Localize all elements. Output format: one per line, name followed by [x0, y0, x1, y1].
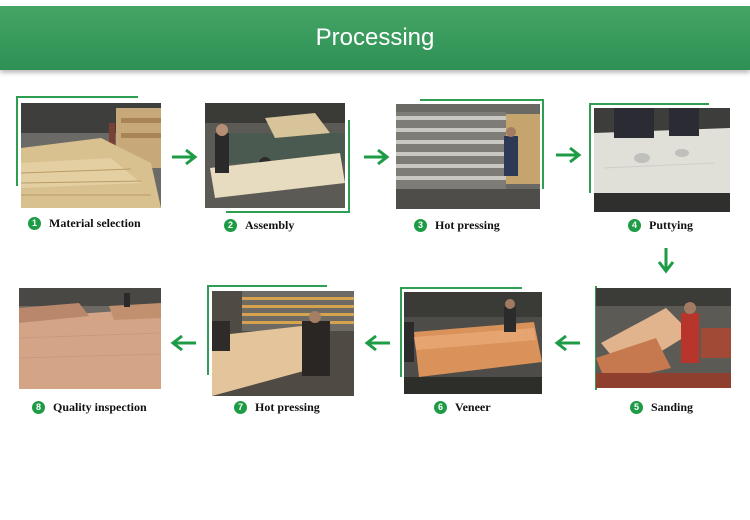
- number-badge-icon: 5: [630, 401, 643, 414]
- step-photo: [404, 292, 542, 394]
- arrow-icon: [554, 334, 580, 352]
- frame-accent: [589, 103, 591, 193]
- step-photo: [596, 288, 731, 388]
- step-photo: [21, 103, 161, 208]
- step-label: 7 Hot pressing: [234, 400, 320, 415]
- frame-accent: [226, 211, 350, 213]
- step-photo: [396, 104, 540, 209]
- step-label-text: Veneer: [455, 400, 491, 414]
- step-label: 6 Veneer: [434, 400, 491, 415]
- step-photo: [594, 108, 730, 212]
- frame-accent: [16, 96, 138, 98]
- step-label: 8 Quality inspection: [32, 400, 147, 415]
- frame-accent: [400, 287, 522, 289]
- arrow-icon: [170, 334, 196, 352]
- step-label-text: Material selection: [49, 216, 141, 230]
- step-photo: [205, 103, 345, 208]
- number-badge-icon: 2: [224, 219, 237, 232]
- arrow-icon: [364, 334, 390, 352]
- step-label-text: Hot pressing: [435, 218, 500, 232]
- header-banner: Processing: [0, 6, 750, 70]
- number-badge-icon: 6: [434, 401, 447, 414]
- number-badge-icon: 4: [628, 219, 641, 232]
- arrow-icon: [172, 148, 198, 166]
- frame-accent: [542, 99, 544, 189]
- step-label-text: Quality inspection: [53, 400, 147, 414]
- number-badge-icon: 1: [28, 217, 41, 230]
- step-label-text: Assembly: [245, 218, 295, 232]
- frame-accent: [589, 103, 709, 105]
- step-label: 1 Material selection: [28, 216, 141, 231]
- frame-accent: [207, 285, 209, 375]
- frame-accent: [16, 96, 18, 186]
- frame-accent: [420, 99, 544, 101]
- number-badge-icon: 3: [414, 219, 427, 232]
- arrow-icon: [657, 248, 675, 274]
- step-label: 2 Assembly: [224, 218, 294, 233]
- step-label: 5 Sanding: [630, 400, 693, 415]
- step-label-text: Hot pressing: [255, 400, 320, 414]
- step-label: 3 Hot pressing: [414, 218, 500, 233]
- arrow-icon: [556, 146, 582, 164]
- step-label: 4 Puttying: [628, 218, 693, 233]
- number-badge-icon: 7: [234, 401, 247, 414]
- step-photo: [212, 291, 354, 396]
- step-label-text: Puttying: [649, 218, 694, 232]
- frame-accent: [400, 287, 402, 377]
- page-title: Processing: [315, 24, 435, 51]
- step-photo: [19, 288, 161, 389]
- frame-accent: [348, 120, 350, 213]
- step-label-text: Sanding: [651, 400, 694, 414]
- arrow-icon: [364, 148, 390, 166]
- number-badge-icon: 8: [32, 401, 45, 414]
- frame-accent: [207, 285, 327, 287]
